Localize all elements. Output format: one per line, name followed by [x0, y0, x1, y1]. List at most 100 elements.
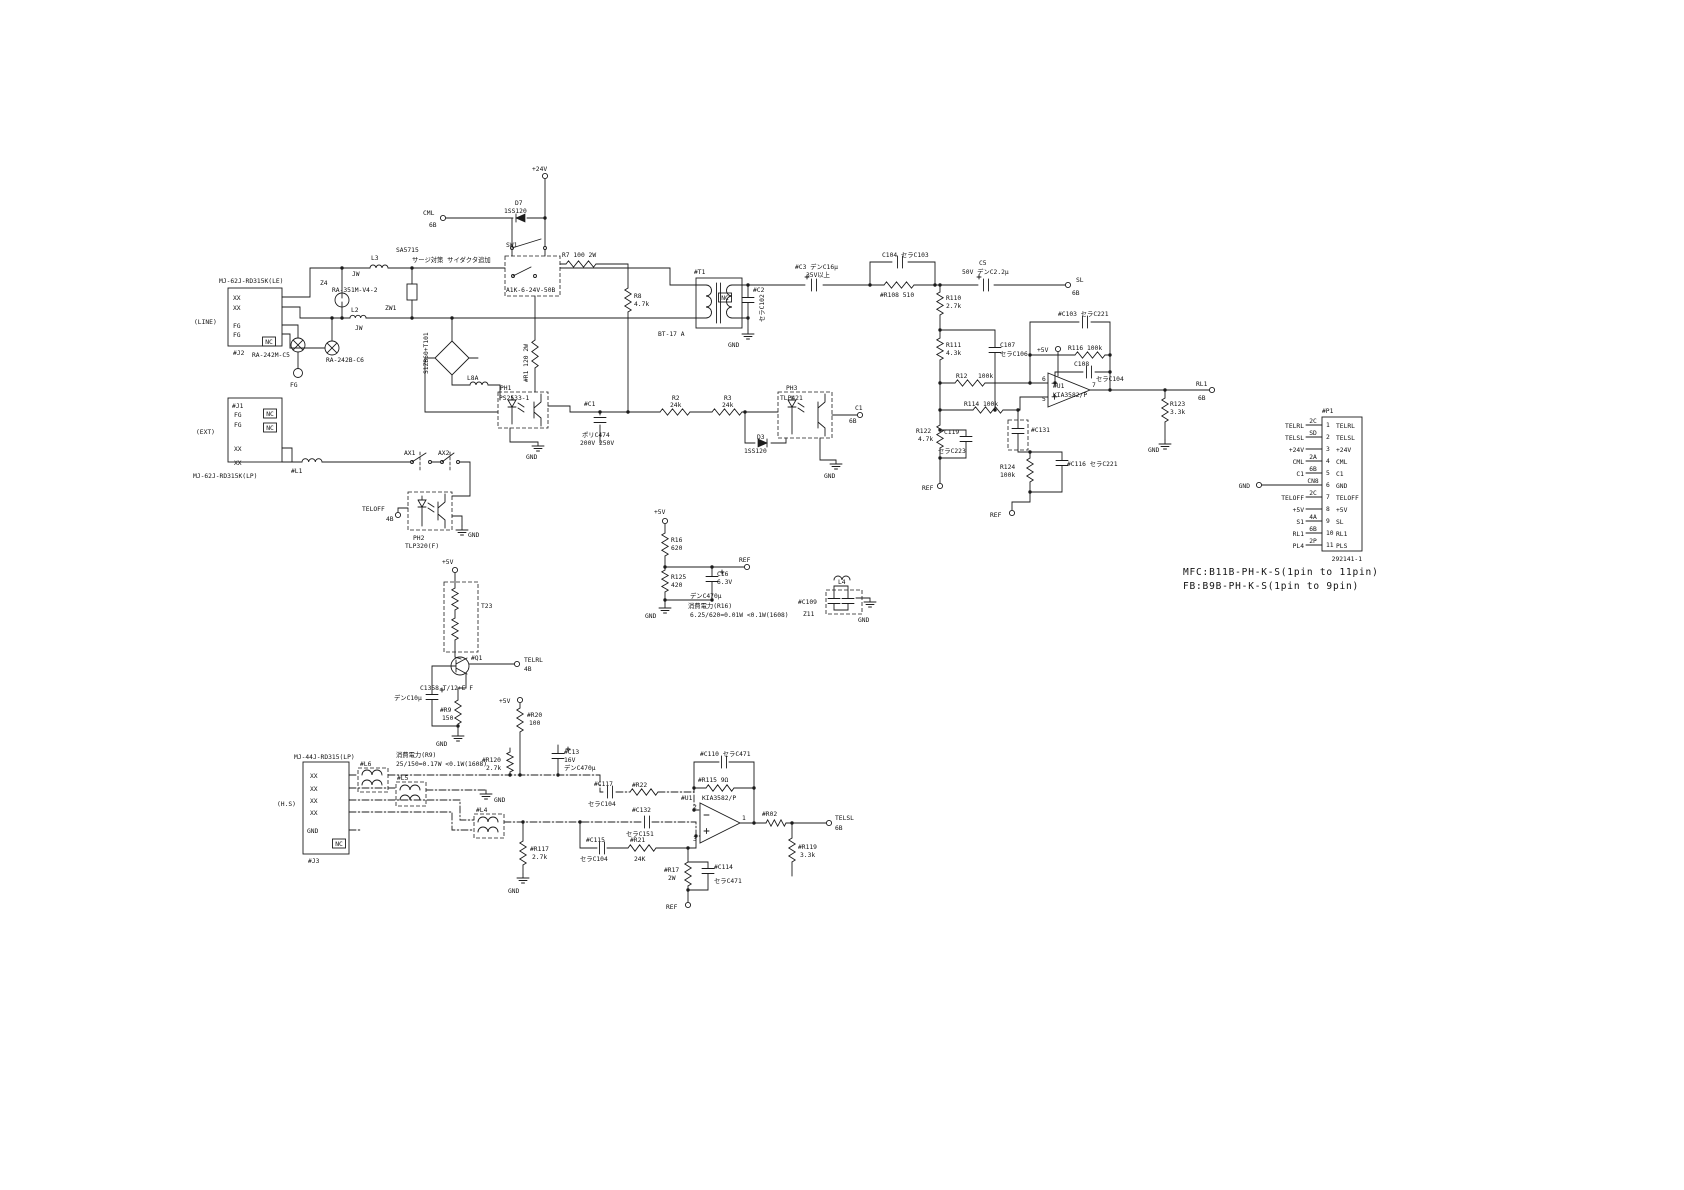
label: CML: [423, 210, 435, 217]
terminal: [825, 819, 833, 827]
label: PL4: [1293, 543, 1305, 550]
label: 200V 250V: [580, 440, 614, 447]
wire: [454, 639, 462, 660]
component-outline: [825, 589, 863, 615]
junction-dot: [938, 456, 942, 460]
capacitor: [741, 297, 755, 303]
label: A1K-6-24V-50B: [506, 287, 555, 294]
switch-blade: [441, 452, 455, 463]
junction-dot: [710, 598, 714, 602]
label: 6B: [1309, 526, 1317, 533]
connector-body: [227, 397, 283, 463]
plus-mark: [703, 828, 710, 834]
junction-dot: [938, 428, 942, 432]
junction-dot: [993, 408, 997, 412]
ground-symbol: [863, 597, 877, 608]
junction-dot: [743, 410, 747, 414]
resistor: [935, 424, 945, 449]
label: 50V デンC2.2μ: [962, 267, 1009, 276]
wire: [547, 405, 661, 413]
jack-cross: [292, 339, 304, 351]
resistor: [1160, 397, 1170, 423]
component-outline: [473, 813, 505, 839]
terminal: [516, 696, 524, 704]
contact-point: [543, 246, 547, 250]
capacitor: [701, 868, 715, 874]
signal-wire: [348, 799, 475, 821]
label: 6B: [1309, 466, 1317, 473]
label: JW: [352, 271, 360, 278]
junction-dot: [692, 786, 696, 790]
label: KIA3582/P: [702, 795, 736, 802]
label: 消費電力(R16): [688, 601, 732, 610]
wire: [509, 427, 539, 443]
label: TELRL: [1285, 423, 1304, 430]
label: SD: [1309, 430, 1317, 437]
label: 2W: [668, 875, 676, 882]
component-outline: [777, 391, 833, 439]
terminal: [1054, 345, 1062, 353]
contact-point: [456, 460, 460, 464]
label: 9: [1326, 518, 1330, 525]
label: R7 100 2W: [562, 252, 596, 259]
junction-dot: [686, 888, 690, 892]
wire: [907, 261, 936, 286]
label: #C1: [584, 401, 596, 408]
label: GND: [436, 741, 448, 748]
connector-body: [406, 283, 418, 301]
wire: [833, 603, 849, 611]
junction-dot: [933, 283, 937, 287]
label: 8: [1326, 506, 1330, 513]
label: セラC471: [714, 877, 742, 885]
label: #R1 120 2W: [523, 344, 530, 382]
signal-wire: [651, 821, 701, 837]
label: PH1: [500, 385, 512, 392]
label: (LINE): [194, 319, 217, 326]
junction-dot: [663, 565, 667, 569]
label: GND: [307, 828, 319, 835]
junction-dot: [518, 773, 522, 777]
label: REF: [922, 485, 934, 492]
label: #U1: [1053, 383, 1065, 390]
wire: [687, 873, 709, 891]
label: FG: [234, 412, 242, 419]
label: 4.7k: [634, 301, 649, 308]
label: C1: [1336, 471, 1344, 478]
wire: [1029, 321, 1080, 356]
plus-mark: [976, 274, 982, 280]
capacitor: [425, 694, 439, 700]
label: C1358-T/12+E F: [420, 685, 473, 692]
label: C119: [944, 429, 959, 436]
label: 420: [671, 582, 683, 589]
label: D3: [757, 434, 765, 441]
resistor: [660, 532, 670, 557]
capacitor: [644, 815, 650, 829]
label: GND: [494, 797, 506, 804]
wire: [457, 672, 467, 701]
label: #R117: [530, 846, 549, 853]
junction-dot: [692, 808, 696, 812]
inductor: [469, 381, 489, 386]
label: PLS: [1336, 543, 1348, 550]
label: #P1: [1322, 408, 1334, 415]
label: #C131: [1031, 427, 1050, 434]
label: RA-242M-C5: [252, 352, 290, 359]
label: R12: [956, 373, 968, 380]
label: L2: [351, 307, 359, 314]
inductor: [399, 784, 421, 791]
label: 4: [1326, 458, 1330, 465]
resistor: [565, 260, 597, 268]
label: +24V: [532, 166, 547, 173]
switch-blade: [511, 238, 542, 249]
label: 2C: [1309, 418, 1317, 425]
label: S1ZB60+T101: [423, 332, 430, 374]
plus-mark: [1051, 393, 1058, 400]
terminal: [743, 563, 751, 571]
label: RL1: [1196, 381, 1208, 388]
label: GND: [858, 617, 870, 624]
capacitor: [593, 417, 607, 423]
wire: [693, 761, 720, 789]
label: 3.3k: [800, 852, 815, 859]
plus-mark: [719, 569, 725, 575]
